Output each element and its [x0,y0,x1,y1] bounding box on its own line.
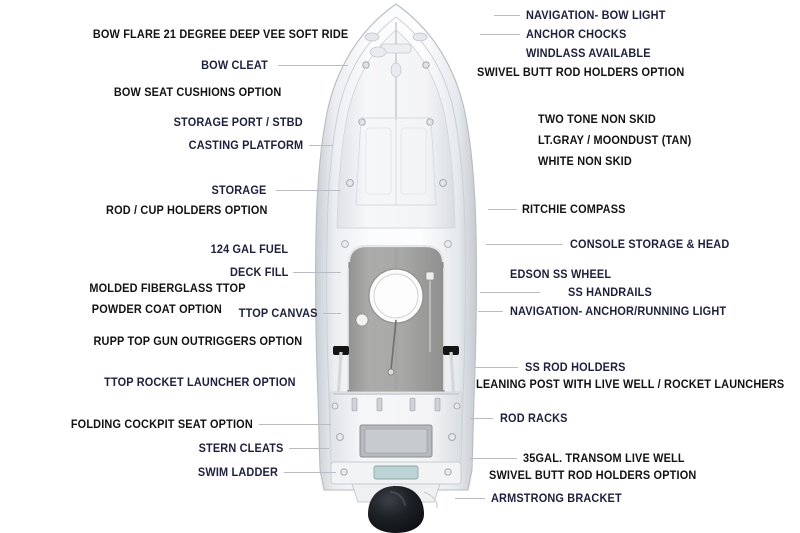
callout-label-rupp-top-gun-outriggers-option: RUPP TOP GUN OUTRIGGERS OPTION [93,334,302,348]
leader-line-ttop-canvas [323,313,341,314]
leader-line-ritchie-compass [488,209,517,210]
callout-label-ss-rod-holders: SS ROD HOLDERS [525,360,626,374]
callout-label-124-gal-fuel: 124 GAL FUEL [210,242,288,256]
callout-label-ss-handrails: SS HANDRAILS [568,285,652,299]
callout-label-bow-cleat: BOW CLEAT [201,58,268,72]
leader-line-rod-racks [470,418,493,419]
callout-label-edson-ss-wheel: EDSON SS WHEEL [510,267,612,281]
leader-line-console-storage-head [486,244,563,245]
callout-label-ritchie-compass: RITCHIE COMPASS [522,202,626,216]
callout-label-casting-platform: CASTING PLATFORM [188,138,303,152]
ttop-canvas [333,244,459,441]
leader-line-anchor-chocks [480,34,520,35]
callout-label-lt-gray-moondust-tan: LT.GRAY / MOONDUST (TAN) [538,133,692,147]
hull-outline [315,3,477,491]
leader-line-navigation-bow-light [494,15,520,16]
cockpit-deck [329,391,463,485]
callout-label-navigation-anchor-running-light: NAVIGATION- ANCHOR/RUNNING LIGHT [510,304,727,318]
callout-label-molded-fiberglass-ttop: MOLDED FIBERGLASS TTOP [89,281,246,295]
outboard-motor [351,483,441,533]
callout-label-bow-seat-cushions-option: BOW SEAT CUSHIONS OPTION [113,85,281,99]
leader-line-deck-fill [293,272,341,273]
callout-label-folding-cockpit-seat-option: FOLDING COCKPIT SEAT OPTION [70,417,253,431]
leader-line-navigation-anchor-running-light [478,311,503,312]
ss-rod-holders [351,397,441,412]
leader-line-ss-handrails [480,292,540,293]
callout-label-swivel-butt-rod-holders-option: SWIVEL BUTT ROD HOLDERS OPTION [477,65,685,79]
callout-label-stern-cleats: STERN CLEATS [198,441,283,455]
callout-label-windlass-available: WINDLASS AVAILABLE [526,46,651,60]
callout-label-rod-cup-holders-option: ROD / CUP HOLDERS OPTION [106,203,268,217]
casting-platform [336,22,456,248]
callout-label-storage: STORAGE [211,183,266,197]
callout-label-armstrong-bracket: ARMSTRONG BRACKET [491,491,622,505]
leader-line-casting-platform [309,145,333,146]
callout-label-swivel-butt-rod-holders-option: SWIVEL BUTT ROD HOLDERS OPTION [489,468,697,482]
leader-line-armstrong-bracket [455,498,485,499]
callout-label-powder-coat-option: POWDER COAT OPTION [91,302,222,316]
outriggers [333,346,459,441]
callout-label-two-tone-non-skid: TWO TONE NON SKID [538,112,656,126]
callout-label-deck-fill: DECK FILL [229,265,288,279]
callout-label-anchor-chocks: ANCHOR CHOCKS [526,27,627,41]
callout-label-console-storage-head: CONSOLE STORAGE & HEAD [570,237,730,251]
leader-line-swim-ladder [284,472,336,473]
callout-label-bow-flare-21-degree-deep-vee-soft-ride: BOW FLARE 21 DEGREE DEEP VEE SOFT RIDE [92,27,348,41]
leader-line-stern-cleats [289,448,329,449]
callout-label-leaning-post-with-live-well-rocket-launchers: LEANING POST WITH LIVE WELL / ROCKET LAU… [476,377,785,391]
callout-label-ttop-canvas: TTOP CANVAS [239,306,318,320]
leader-line-35gal-transom-live-well [470,458,517,459]
callout-label-storage-port-stbd: STORAGE PORT / STBD [173,115,303,129]
callout-label-swim-ladder: SWIM LADDER [197,465,278,479]
callout-label-ttop-rocket-launcher-option: TTOP ROCKET LAUNCHER OPTION [104,375,296,389]
callout-label-white-non-skid: WHITE NON SKID [538,154,632,168]
callout-label-navigation-bow-light: NAVIGATION- BOW LIGHT [526,8,666,22]
callout-label-35gal-transom-live-well: 35GAL. TRANSOM LIVE WELL [523,451,685,465]
leader-line-bow-cleat [278,65,348,66]
leader-line-ss-rod-holders [475,367,518,368]
callout-label-rod-racks: ROD RACKS [500,411,568,425]
leader-line-folding-cockpit-seat-option [259,424,331,425]
leader-line-storage [276,190,340,191]
